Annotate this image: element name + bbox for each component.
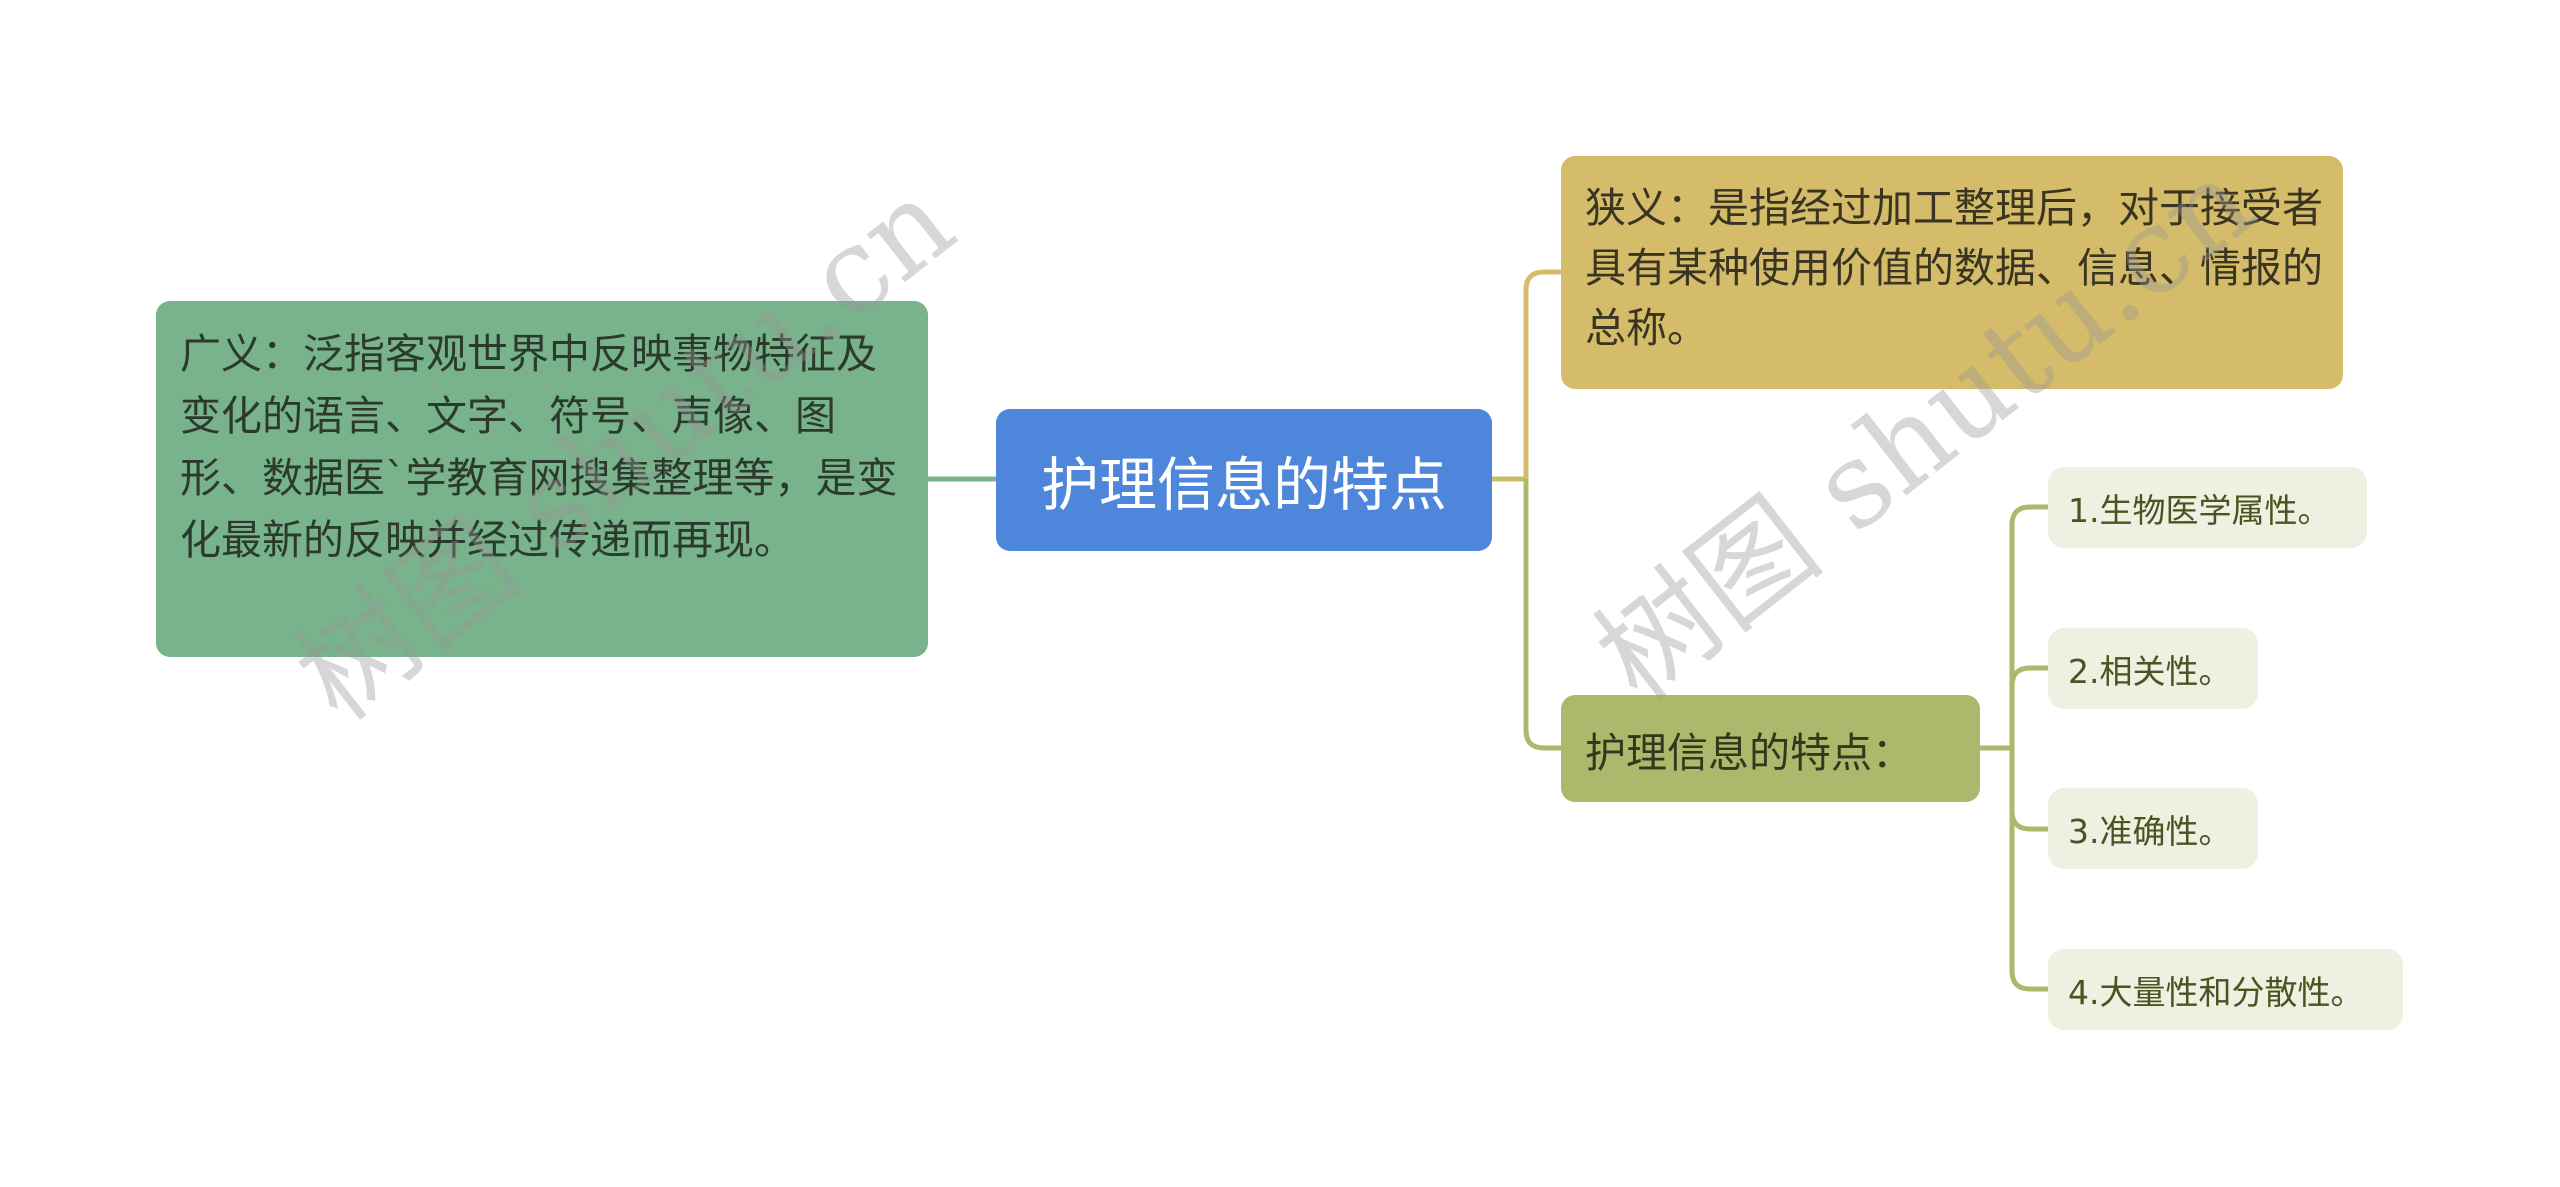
node-narrow-definition[interactable]: 狭义：是指经过加工整理后，对于接受者具有某种使用价值的数据、信息、情报的总称。 [1561,156,2343,389]
leaf-node-biomedical[interactable]: 1.生物医学属性。 [2048,467,2367,548]
leaf-node-text: 3.准确性。 [2068,811,2232,851]
node-broad-definition-text: 广义：泛指客观世界中反映事物特征及变化的语言、文字、符号、声像、图形、数据医`学… [180,330,898,564]
leaf-node-volume-dispersion[interactable]: 4.大量性和分散性。 [2048,949,2403,1030]
connector-leaf-1 [2009,504,2048,748]
connector-to-narrow [1523,269,1561,479]
leaf-node-text: 4.大量性和分散性。 [2068,972,2364,1012]
node-narrow-definition-text: 狭义：是指经过加工整理后，对于接受者具有某种使用价值的数据、信息、情报的总称。 [1585,184,2323,352]
connector-to-features [1523,479,1561,751]
leaf-node-text: 2.相关性。 [2068,651,2232,691]
node-broad-definition[interactable]: 广义：泛指客观世界中反映事物特征及变化的语言、文字、符号、声像、图形、数据医`学… [156,301,928,657]
node-features[interactable]: 护理信息的特点： [1561,695,1980,802]
node-features-text: 护理信息的特点： [1585,728,1913,777]
connector-leaf-2 [2009,665,2048,748]
node-root-topic-text: 护理信息的特点 [1040,451,1447,519]
leaf-node-relevance[interactable]: 2.相关性。 [2048,628,2258,709]
leaf-node-accuracy[interactable]: 3.准确性。 [2048,788,2258,869]
connector-leaf-4 [2009,748,2048,992]
connector-leaf-3 [2009,748,2048,832]
node-root-topic[interactable]: 护理信息的特点 [996,409,1492,551]
leaf-node-text: 1.生物医学属性。 [2068,490,2331,530]
